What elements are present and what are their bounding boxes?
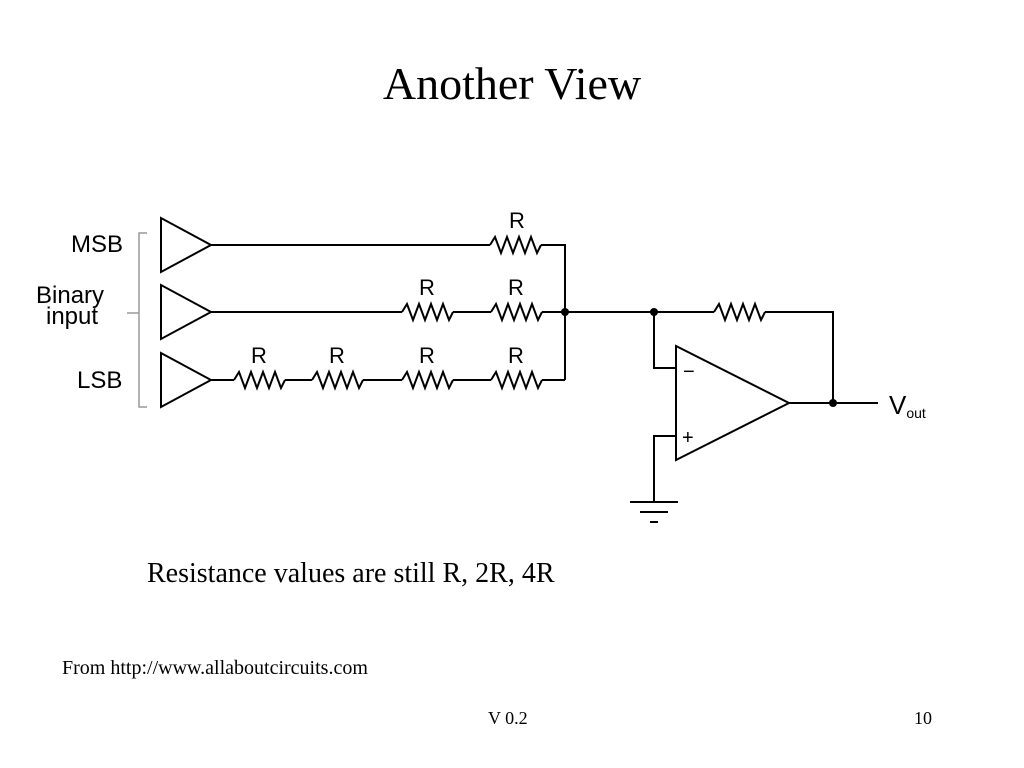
junction-dot	[561, 308, 569, 316]
feedback-resistor	[713, 301, 766, 323]
lsb-resistor-1	[233, 369, 286, 391]
lsb-resistor-3	[401, 369, 454, 391]
op-amp-minus-sign: −	[683, 361, 695, 383]
slide-title: Another View	[382, 58, 642, 109]
msb-wire-out	[541, 244, 566, 380]
resistor-label: R	[251, 343, 267, 368]
resistor-label: R	[509, 208, 525, 233]
slide-caption: Resistance values are still R, 2R, 4R	[147, 558, 555, 589]
lsb-resistor-2	[311, 369, 364, 391]
resistor-label: R	[508, 275, 524, 300]
mid-resistor-1	[401, 301, 454, 323]
junction-dot	[829, 399, 837, 407]
input-label: input	[46, 303, 98, 330]
binary-label: Binary	[36, 282, 104, 309]
junction-dot	[650, 308, 658, 316]
resistor-label: R	[419, 343, 435, 368]
msb-buffer	[160, 216, 214, 274]
resistor-label: R	[508, 343, 524, 368]
page-number: 10	[914, 708, 932, 728]
msb-label: MSB	[71, 231, 123, 258]
noninverting-input-wire	[653, 435, 676, 502]
op-amp-plus-sign: +	[682, 427, 694, 449]
lsb-resistor-4	[490, 369, 543, 391]
vout-subscript: out	[906, 405, 926, 421]
resistor-label: R	[419, 275, 435, 300]
lsb-buffer	[160, 351, 214, 409]
source-note: From http://www.allaboutcircuits.com	[62, 657, 368, 679]
feedback-wire	[765, 311, 834, 403]
binary-input-bracket	[138, 232, 147, 408]
inverting-input-wire	[653, 312, 676, 369]
op-amp	[675, 344, 792, 462]
mid-resistor-2	[490, 301, 543, 323]
resistor-label: R	[329, 343, 345, 368]
vout-main: V	[889, 390, 907, 420]
lsb-label: LSB	[77, 367, 122, 394]
msb-resistor	[489, 234, 542, 256]
mid-buffer	[160, 283, 214, 341]
version-label: V 0.2	[488, 708, 528, 728]
vout-label: Vout	[889, 390, 926, 421]
